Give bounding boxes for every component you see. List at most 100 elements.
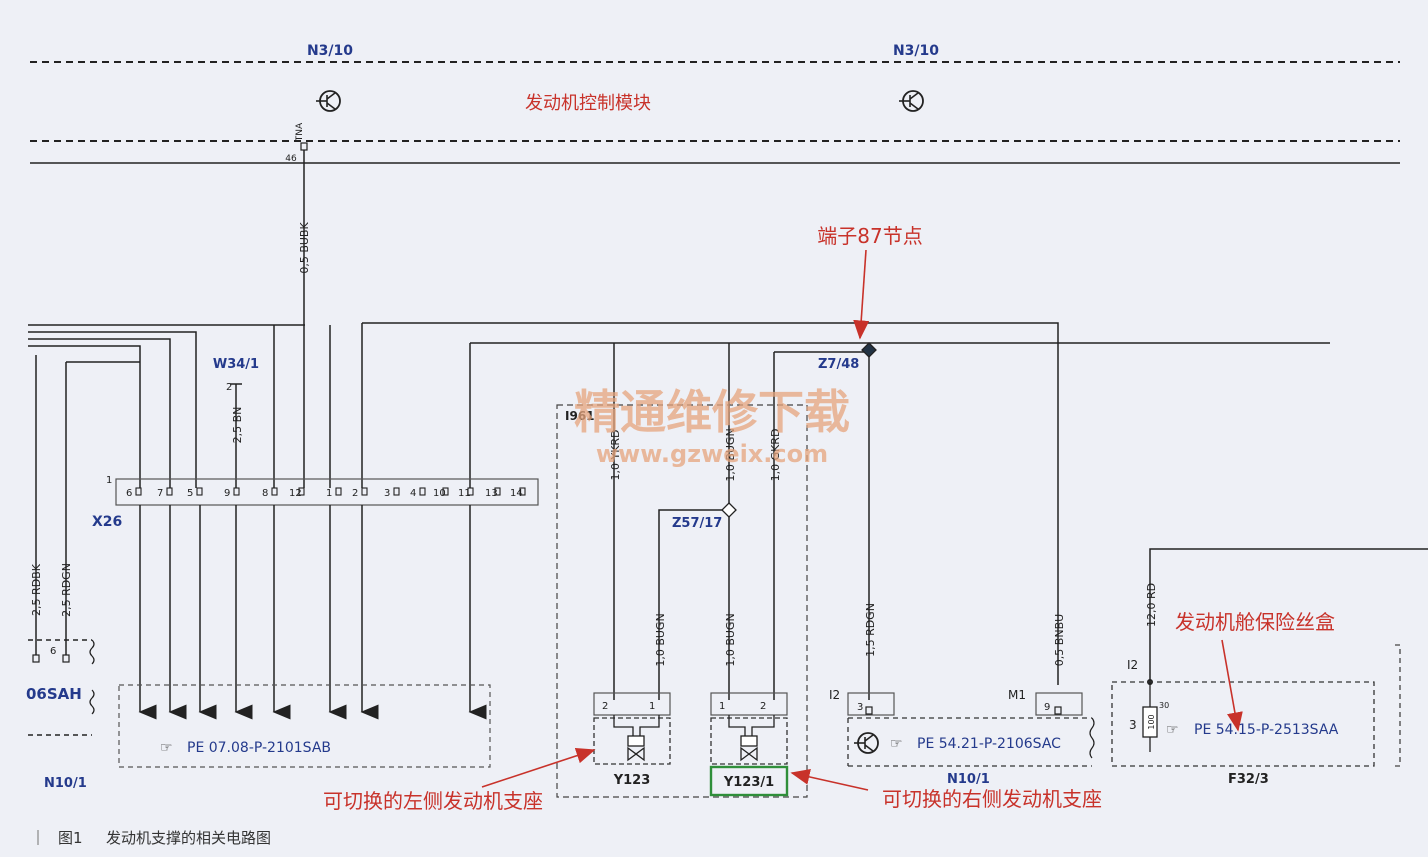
x26-pin-terminal — [393, 487, 400, 496]
svg-text:Z7/48: Z7/48 — [818, 357, 859, 372]
figure-caption: 图1 发动机支撑的相关电路图 — [37, 829, 271, 847]
y123-valve: 2 1 Y123 — [593, 692, 671, 788]
highlight-box — [709, 765, 789, 797]
left-mount-annotation: 可切换的左侧发动机支座 — [323, 789, 543, 813]
x26-pin-label: 6 — [126, 488, 132, 499]
y1231-id: Y123/1 — [723, 775, 774, 790]
n10-left-module: 6 06SAH N10/1 — [26, 639, 95, 791]
wire-label: 0,5 BUBK — [298, 222, 311, 274]
svg-text:Z57/17: Z57/17 — [672, 516, 722, 531]
splice-z57: Z57/17 — [658, 502, 737, 700]
x26-pin-terminal — [419, 487, 426, 496]
x26-pin-label: 9 — [224, 488, 230, 499]
hand-icon: ☞ — [160, 740, 173, 756]
x26-pin-label: 10 — [433, 488, 446, 499]
watermark-url: www.gzweix.com — [596, 440, 828, 468]
svg-text:1: 1 — [719, 701, 725, 712]
x26-pin-label: 14 — [510, 488, 523, 499]
x26-pin-label: 11 — [458, 488, 471, 499]
ecu-module-band: N3/10 N3/10 发动机控制模块 — [30, 43, 1400, 164]
valve-icon — [740, 746, 758, 762]
annotations: 端子87节点 发动机舱保险丝盒 可切换的左侧发动机支座 可切换的右侧发动机支座 — [323, 224, 1335, 813]
x26-pin-label: 2 — [352, 488, 358, 499]
y123-id: Y123 — [613, 773, 651, 788]
wire-label: 2,5 BN — [231, 407, 244, 444]
transistor-icon — [899, 90, 924, 112]
hand-icon: ☞ — [1166, 722, 1179, 738]
x26-pin-label: 7 — [157, 488, 163, 499]
x26-pin-terminal — [166, 487, 173, 496]
solenoid-icon — [740, 735, 758, 747]
x26-pin-terminal — [335, 487, 342, 496]
wire-label: 1,0 BUGN — [724, 428, 737, 481]
x26-pin-terminal — [442, 487, 449, 496]
wire-label: 1,0 BUGN — [654, 613, 667, 666]
svg-text:46: 46 — [285, 154, 297, 164]
x26-pin-terminal — [361, 487, 368, 496]
svg-text:M1: M1 — [1008, 688, 1026, 702]
x26-pin-terminal — [196, 487, 203, 496]
solenoid-icon — [627, 735, 645, 747]
f32-id: F32/3 — [1228, 772, 1269, 787]
x26-pin-label: 4 — [410, 488, 416, 499]
valve-icon — [627, 746, 645, 762]
pe-left-ref: PE 07.08-P-2101SAB — [187, 740, 331, 756]
y1231-valve: 1 2 Y123/1 — [709, 692, 789, 797]
x26-pin-label: 12 — [289, 488, 302, 499]
pe-right-ref: PE 54.21-P-2106SAC — [917, 736, 1061, 752]
svg-text:3: 3 — [1129, 718, 1137, 732]
left-wire-bundle — [28, 322, 1330, 700]
wire-label: 1,0 GKRD — [769, 429, 782, 482]
signal-arrows — [138, 505, 487, 720]
svg-text:I2: I2 — [1127, 658, 1138, 672]
hand-icon: ☞ — [890, 736, 903, 752]
svg-text:1: 1 — [649, 701, 655, 712]
svg-text:I961: I961 — [565, 409, 595, 423]
x26-pin-terminal — [135, 487, 142, 496]
svg-text:TNA: TNA — [295, 122, 305, 142]
pe-fuse-ref: PE 54.15-P-2513SAA — [1194, 722, 1339, 738]
x26-pin-label: 1 — [326, 488, 332, 499]
caption-number: 图1 — [58, 829, 83, 847]
x26-pin-label: 3 — [384, 488, 390, 499]
svg-text:2: 2 — [760, 701, 766, 712]
wire-label: 2,5 RDGN — [60, 563, 73, 617]
x26-pin-label: 8 — [262, 488, 268, 499]
svg-text:30: 30 — [1159, 701, 1169, 710]
caption-text: 发动机支撑的相关电路图 — [106, 829, 271, 847]
module-id-left: N3/10 — [307, 43, 353, 59]
wire-label: 0,5 BNBU — [1053, 614, 1066, 666]
n10-left-id: N10/1 — [44, 776, 87, 791]
x26-pin-label: 13 — [485, 488, 498, 499]
transistor-icon — [854, 732, 879, 754]
svg-text:3: 3 — [857, 702, 863, 713]
fusebox-annotation: 发动机舱保险丝盒 — [1175, 610, 1335, 634]
x26-pin-terminal — [233, 487, 240, 496]
w34-id: W34/1 — [213, 357, 259, 372]
wire-label: 12,0 RD — [1145, 583, 1158, 627]
svg-text:I2: I2 — [829, 688, 840, 702]
pe-left-box — [118, 684, 491, 768]
x26-pin-terminal — [298, 487, 305, 496]
terminal87-annotation: 端子87节点 — [817, 224, 922, 248]
svg-text:6: 6 — [50, 646, 56, 657]
x26-pin-terminal — [494, 487, 501, 496]
transistor-icon — [316, 90, 341, 112]
wire-label: 2,5 RDBK — [30, 563, 43, 616]
svg-text:06SAH: 06SAH — [26, 685, 82, 703]
x26-pin-terminal — [519, 487, 526, 496]
wire-label: 1,0 YKRD — [609, 429, 622, 480]
n10-right-module: I2 M1 3 9 ☞ PE 54.21-P-2106SAC N10/1 — [829, 688, 1095, 787]
svg-text:1: 1 — [106, 475, 112, 486]
x26-pin-terminal — [467, 487, 474, 496]
x26-pin-terminal — [271, 487, 278, 496]
svg-text:2: 2 — [226, 382, 232, 393]
module-id-right: N3/10 — [893, 43, 939, 59]
x26-id: X26 — [92, 514, 122, 530]
svg-text:9: 9 — [1044, 702, 1050, 713]
watermark-title: 精通维修下载 — [574, 385, 850, 439]
right-mount-annotation: 可切换的右侧发动机支座 — [882, 787, 1102, 811]
f32-fusebox: 12,0 RD I2 3 100 30 ☞ PE 54.15-P-2513SAA… — [1111, 548, 1428, 787]
x26-pin-label: 5 — [187, 488, 193, 499]
